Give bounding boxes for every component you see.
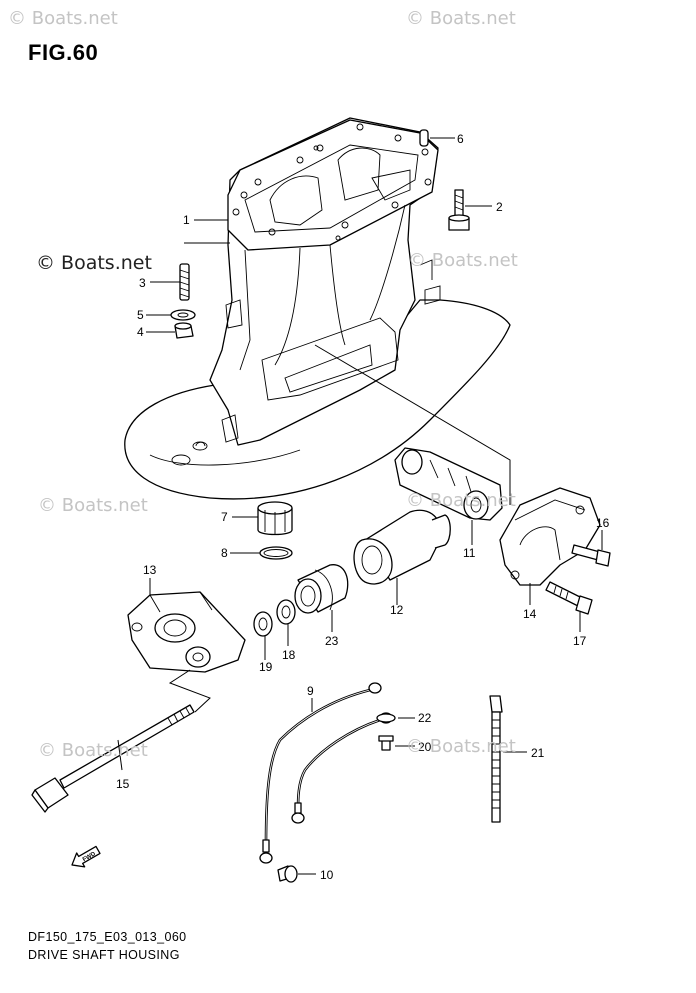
dowel-pin [419, 129, 455, 147]
watermark: © Boats.net [406, 736, 516, 757]
bolt-2 [448, 189, 492, 231]
mount-bracket-13 [127, 578, 246, 713]
callout-10: 10 [320, 868, 334, 882]
callout-4: 4 [137, 325, 144, 339]
long-bolt-15 [31, 704, 195, 813]
callout-23: 23 [325, 634, 339, 648]
callout-7: 7 [221, 510, 228, 524]
watermark-dark: © Boats.net [36, 252, 152, 274]
figure-title: FIG.60 [28, 40, 99, 65]
figure-code: DF150_175_E03_013_060 [28, 930, 187, 944]
callout-22: 22 [418, 711, 432, 725]
callout-20: 20 [418, 740, 432, 754]
callout-15: 15 [116, 777, 130, 791]
callout-2: 2 [496, 200, 503, 214]
mount-rubber-12 [353, 509, 451, 605]
callout-9: 9 [307, 684, 314, 698]
callout-16: 16 [596, 516, 610, 530]
callout-6: 6 [457, 132, 464, 146]
callout-3: 3 [139, 276, 146, 290]
washer-5 [146, 309, 196, 321]
fwd-direction-arrow: FWD [71, 845, 101, 868]
bushing-7 [232, 501, 293, 536]
washer-19 [253, 611, 273, 660]
screw-20 [378, 735, 415, 751]
figure-name: DRIVE SHAFT HOUSING [28, 948, 180, 962]
screw-10 [277, 865, 316, 883]
washer-18 [276, 599, 296, 646]
bolt-17 [545, 581, 593, 632]
washer-22 [376, 713, 415, 723]
callout-21: 21 [531, 746, 545, 760]
drive-shaft-housing [124, 117, 511, 500]
callout-labels: 1 2 3 4 5 6 7 8 9 10 11 12 13 14 15 16 1… [116, 132, 610, 882]
watermark: © Boats.net [406, 490, 516, 511]
stud-3 [150, 263, 190, 301]
callout-5: 5 [137, 308, 144, 322]
callout-14: 14 [523, 607, 537, 621]
callout-12: 12 [390, 603, 404, 617]
callout-17: 17 [573, 634, 587, 648]
watermark: © Boats.net [408, 250, 518, 271]
cable-tie-21 [489, 695, 527, 823]
watermark: © Boats.net [38, 740, 148, 761]
watermark: © Boats.net [406, 8, 516, 29]
watermark: © Boats.net [8, 8, 118, 29]
watermark: © Boats.net [38, 495, 148, 516]
callout-1: 1 [183, 213, 190, 227]
callout-19: 19 [259, 660, 273, 674]
callout-8: 8 [221, 546, 228, 560]
callout-11: 11 [463, 546, 476, 560]
callout-13: 13 [143, 563, 157, 577]
bolt-16 [571, 530, 611, 567]
ground-cable-9 [259, 682, 393, 864]
sleeve-23 [294, 564, 349, 632]
o-ring-8 [230, 546, 293, 560]
nut-4 [146, 322, 194, 339]
callout-18: 18 [282, 648, 296, 662]
rubber-mount-11 [394, 447, 503, 545]
